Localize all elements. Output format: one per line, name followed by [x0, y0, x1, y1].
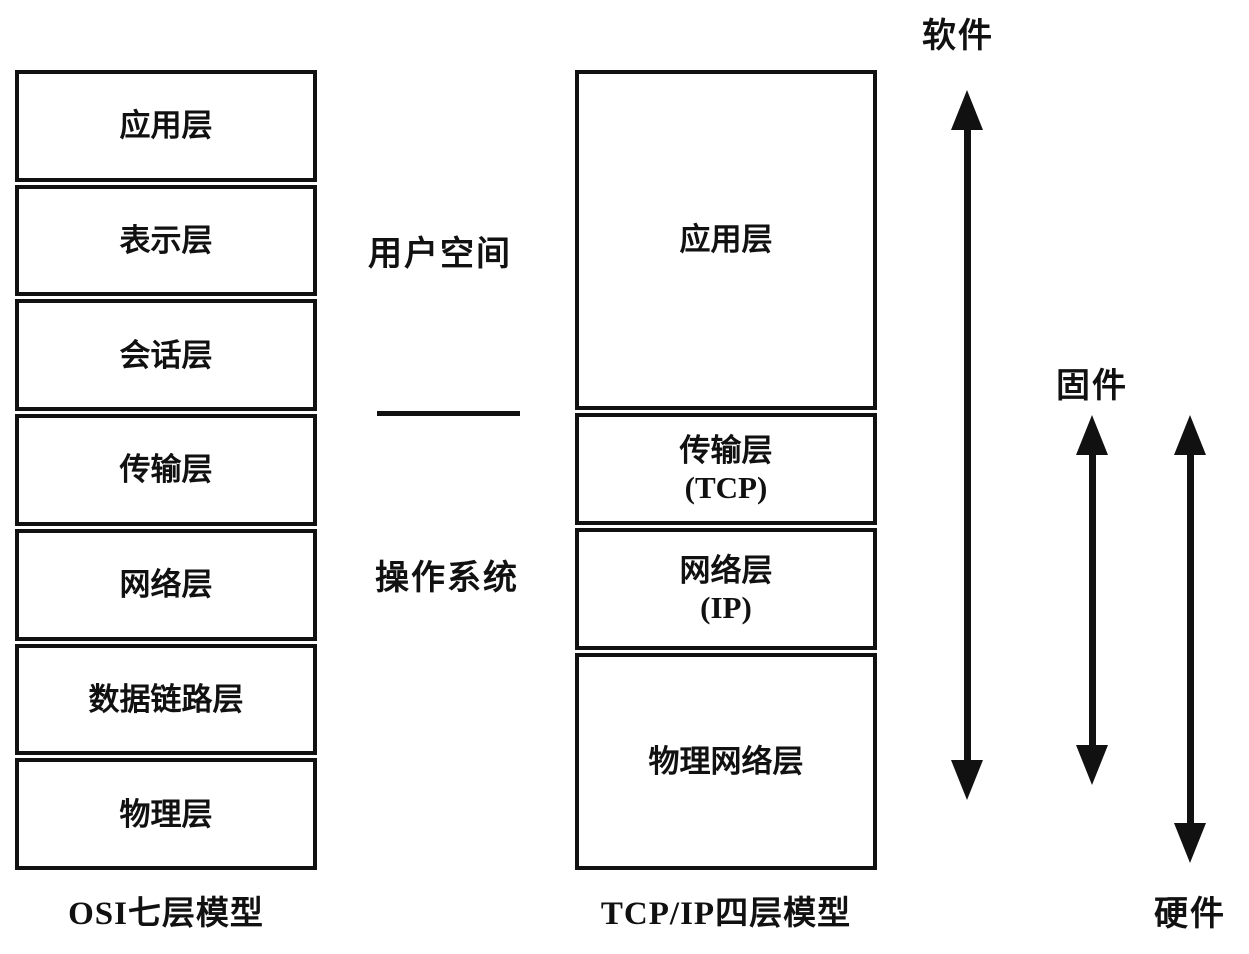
osi-layer-label: 会话层: [119, 337, 213, 373]
arrow-shaft: [963, 120, 971, 770]
user-kernel-divider-line: [377, 411, 520, 416]
tcpip-layer-application: 应用层: [575, 70, 877, 411]
osi-caption: OSI七层模型: [68, 896, 264, 932]
firmware-label: 固件: [1056, 368, 1128, 405]
arrow-shaft: [1088, 445, 1096, 755]
tcpip-layer-label: 物理网络层: [648, 744, 804, 780]
osi-layer-presentation: 表示层: [15, 184, 317, 297]
osi-stack: 应用层 表示层 会话层 传输层 网络层 数据链路层 物理层: [15, 70, 317, 871]
osi-layer-label: 物理层: [119, 796, 213, 832]
osi-layer-label: 应用层: [119, 108, 213, 144]
osi-layer-session: 会话层: [15, 299, 317, 412]
software-extent-arrow: [950, 90, 984, 800]
osi-layer-label: 传输层: [119, 452, 213, 488]
tcpip-layer-label: 传输层: [679, 433, 773, 469]
osi-layer-label: 表示层: [119, 222, 213, 258]
user-space-label: 用户空间: [368, 236, 512, 273]
tcpip-layer-network: 网络层 (IP): [575, 528, 877, 651]
arrow-down-icon: [1174, 823, 1206, 863]
hardware-extent-arrow: [1173, 415, 1207, 863]
tcpip-layer-sublabel: (TCP): [684, 470, 768, 506]
arrow-shaft: [1186, 445, 1194, 833]
operating-system-label: 操作系统: [375, 560, 519, 597]
tcpip-stack: 应用层 传输层 (TCP) 网络层 (IP) 物理网络层: [575, 70, 877, 870]
osi-layer-label: 数据链路层: [88, 681, 244, 717]
tcpip-caption: TCP/IP四层模型: [600, 896, 852, 932]
tcpip-layer-sublabel: (IP): [700, 590, 752, 626]
software-label: 软件: [922, 18, 994, 55]
tcpip-layer-label: 网络层: [679, 553, 773, 589]
osi-layer-datalink: 数据链路层: [15, 643, 317, 756]
arrow-down-icon: [1076, 745, 1108, 785]
osi-layer-transport: 传输层: [15, 414, 317, 526]
osi-layer-network: 网络层: [15, 528, 317, 641]
tcpip-layer-label: 应用层: [679, 222, 773, 258]
osi-layer-physical: 物理层: [15, 758, 317, 871]
arrow-down-icon: [951, 760, 983, 800]
tcpip-layer-transport: 传输层 (TCP): [575, 413, 877, 526]
osi-layer-application: 应用层: [15, 70, 317, 182]
hardware-label: 硬件: [1154, 896, 1226, 933]
firmware-extent-arrow: [1075, 415, 1109, 785]
tcpip-layer-physical-network: 物理网络层: [575, 653, 877, 870]
osi-layer-label: 网络层: [119, 567, 213, 603]
